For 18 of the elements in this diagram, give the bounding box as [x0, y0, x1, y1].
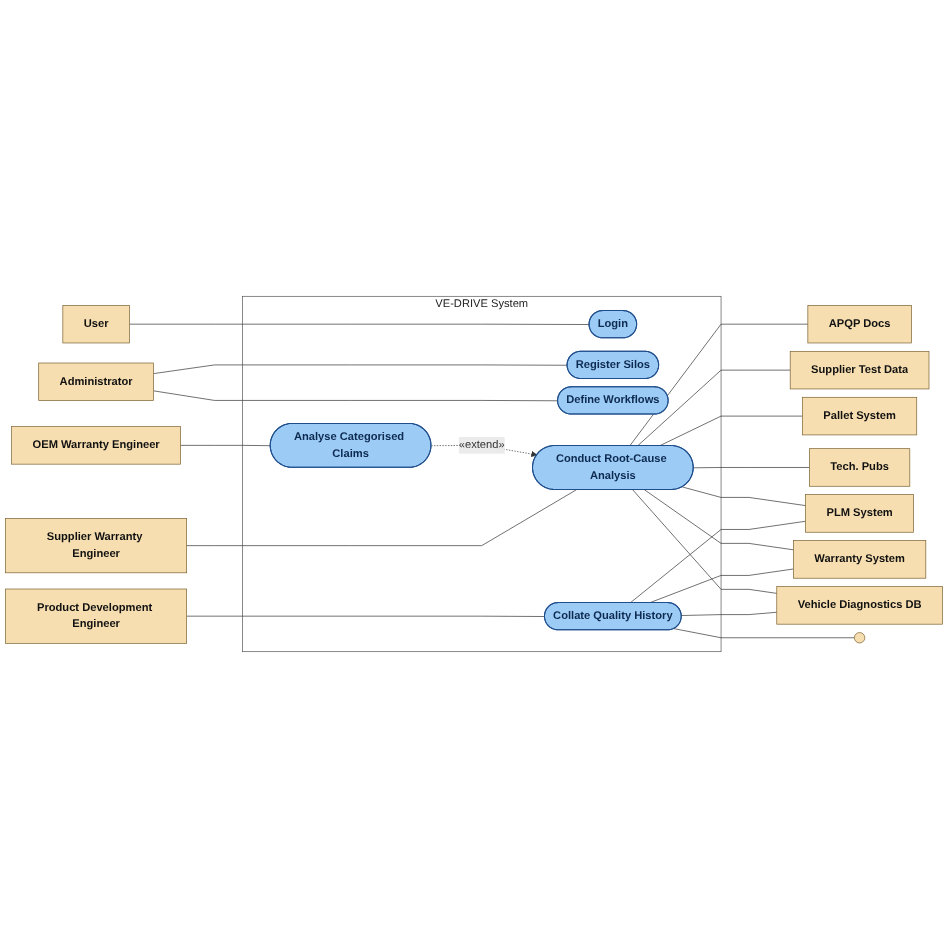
node-person: [854, 632, 866, 644]
connector: [129, 323, 590, 325]
connector: [693, 467, 810, 469]
connector: [681, 611, 778, 616]
connector: [673, 628, 855, 639]
connector: [629, 323, 809, 447]
connector: [186, 489, 577, 546]
connector: [659, 415, 803, 447]
connector: [682, 486, 806, 506]
connector: [629, 520, 806, 604]
connector: [153, 390, 559, 402]
connector: [648, 568, 794, 604]
connector: [637, 369, 791, 447]
connector: [153, 364, 568, 374]
connector: [186, 615, 546, 617]
connector: [644, 489, 794, 551]
connector: [180, 445, 271, 447]
connector: [632, 489, 778, 594]
